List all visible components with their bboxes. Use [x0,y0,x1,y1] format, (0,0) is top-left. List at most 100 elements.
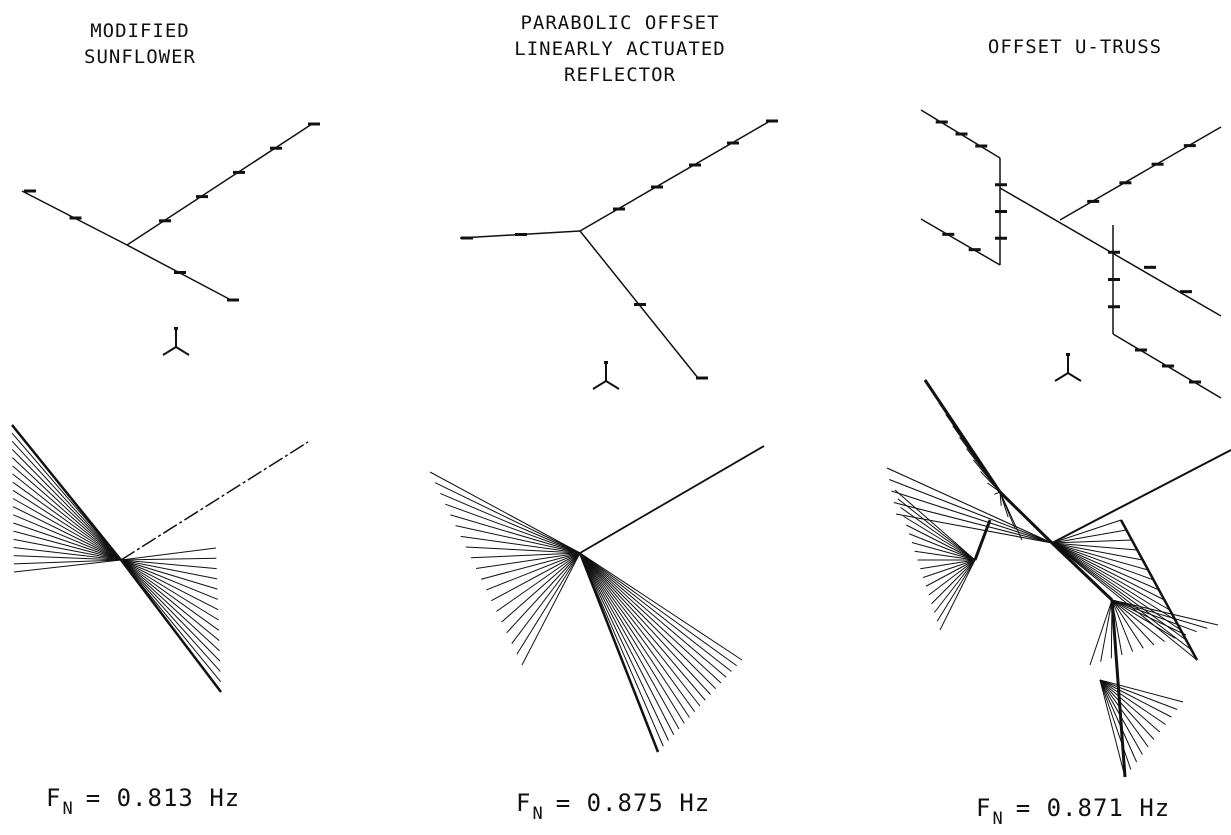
mode-shape-line [12,457,122,561]
axis-line [162,346,177,356]
mode-shape-line [501,552,581,623]
mode-shape-line [1111,599,1208,629]
mode-shape-line [998,490,1054,545]
mode-shape-line [120,559,221,672]
mode-shape-line [908,533,976,561]
node-marker [1119,181,1132,185]
mode-shape-line [496,552,581,612]
mode-shape-line [120,559,219,621]
mode-shape-line [450,514,581,554]
mode-shape-line [893,501,1053,544]
mode-shape-line [1111,599,1165,643]
mode-shape-line [1099,679,1149,748]
mode-shape-line [939,559,976,631]
mode-shape-line [1051,542,1160,591]
node-marker [1108,250,1120,254]
axis-triad-icon [592,361,620,390]
mode-fan-left-upper [886,467,1053,544]
mode-shape-line [578,552,660,753]
mode-shape-line [13,538,122,561]
mode-shape-line [936,559,976,622]
mode-shape-line [886,467,1053,544]
frequency-subscript: N [532,804,544,824]
mode-shape-line [1099,679,1184,703]
node-marker [1144,265,1156,269]
mode-shape-line [579,552,685,724]
mode-shape-line [1051,542,1165,601]
node-marker [24,189,36,193]
frequency-unit: Hz [1139,794,1171,822]
mode-shape-line [579,552,690,718]
mode-shape-line [12,506,122,561]
mode-shape-line [1051,539,1132,544]
mode-shape-line [1110,599,1127,778]
axis-tip [604,361,608,364]
mode-shape-line [897,498,976,561]
axis-triad-icon [1054,353,1082,382]
truss-member [920,218,1001,266]
mode-shape-line [120,441,309,561]
mode-shape-line [1051,542,1176,621]
frequency-value: 0.875 [586,789,664,817]
node-marker [634,303,646,306]
panel-title-parabolic-offset: PARABOLIC OFFSET LINEARLY ACTUATED REFLE… [514,12,726,86]
mode-shape-line [120,557,217,561]
axis-line [605,380,620,390]
mode-shape-line [13,559,122,573]
mode-shape-line [1111,599,1219,626]
node-marker [651,185,663,189]
mode-shape-line [429,471,581,554]
mode-shape-line [579,552,738,667]
mode-shape-line [579,552,680,730]
node-marker [1162,364,1174,368]
mode-shape-line [920,559,976,570]
node-marker [1180,290,1192,294]
mode-shape-line [465,546,581,554]
node-marker [766,119,778,123]
mode-shape-line [1099,679,1166,725]
mode-fan-mid-left [894,489,976,631]
truss-structure-models [21,109,1222,399]
node-marker [975,144,988,148]
mode-shape-line [999,491,1023,541]
mode-shape-line [1051,542,1181,631]
mode-shape-line [1111,599,1187,636]
mode-shape-line [911,542,976,561]
mode-shape-line [1111,599,1144,649]
node-marker [1087,199,1100,203]
mode-fan-lower [1089,599,1219,666]
frequency-symbol: F [976,794,992,822]
equals-sign: = [555,789,572,817]
node-marker [515,233,527,236]
mode-shape-line [521,552,581,666]
mode-shape-line [13,547,122,561]
mode-fan-bottom [1099,679,1184,778]
mode-shape-line [1051,542,1187,641]
mode-shape-line [12,481,122,561]
node-marker [696,376,708,380]
mode-shape-line [914,550,976,561]
mode-shape-line [120,559,221,662]
mode-shape-line [1050,541,1114,602]
mode-shape-line [579,552,701,707]
mode-shape-line [12,465,122,561]
mode-shape-line [13,522,122,561]
mode-shape-line [579,552,743,661]
mode-shape-line [1099,679,1132,770]
mode-shape-line [491,552,581,602]
frequency-label-parabolic-offset: FN= 0.875 Hz [516,789,711,824]
mode-shape-line [579,552,696,713]
frequency-subscript: N [992,809,1004,829]
axis-tip [1066,353,1070,356]
mode-shape-line [579,552,732,672]
mode-shape-line [1099,679,1178,710]
frequency-unit: Hz [679,789,711,817]
mode-shape-line [11,449,122,561]
frequency-label-offset-u-truss: FN= 0.871 Hz [976,794,1171,829]
mode-fan-right [1051,519,1198,661]
mode-shape-line [900,507,976,561]
mode-shape-line [475,552,581,569]
axis-line [592,380,607,390]
node-marker [196,195,208,199]
